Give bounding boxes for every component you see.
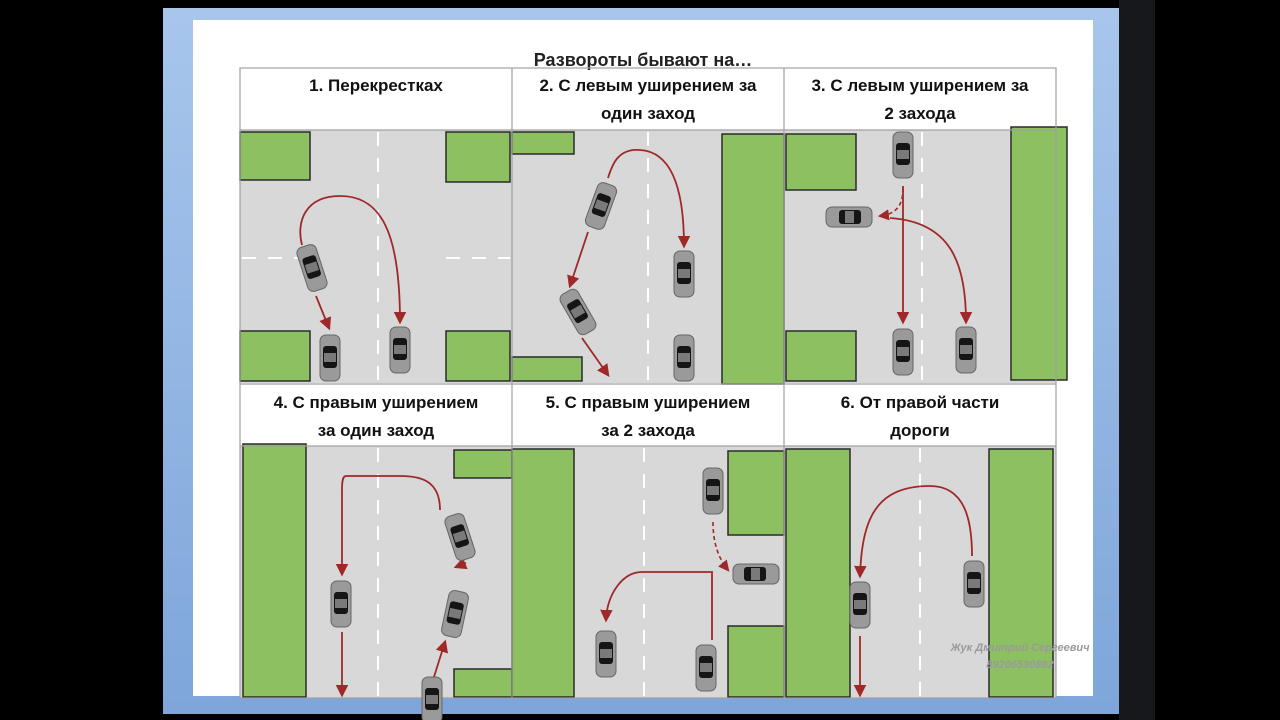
- car-icon: [849, 581, 871, 629]
- turn-path: [335, 475, 441, 577]
- grass-block: [239, 330, 311, 382]
- dashed-paths: [712, 187, 904, 572]
- panel-5-caption: 5. С правым уширением за 2 захода: [512, 389, 784, 445]
- car-icon: [695, 644, 717, 692]
- grass-block: [511, 131, 575, 155]
- grass-block: [445, 131, 511, 183]
- panel-4-caption-line2: за один заход: [317, 421, 435, 440]
- grass-block: [239, 131, 311, 181]
- car-icon: [673, 334, 695, 382]
- grass-block: [988, 448, 1054, 698]
- panel-6-caption-line1: 6. От правой части: [840, 393, 1000, 412]
- car-icon: [892, 328, 914, 376]
- turn-path: [567, 231, 589, 289]
- car-icon: [595, 630, 617, 678]
- diagram-content: [239, 67, 1068, 720]
- panel-6-caption-line2: дороги: [890, 421, 950, 440]
- grass-block: [242, 443, 307, 698]
- panel-2-caption: 2. С левым уширением за один заход: [512, 72, 784, 128]
- car-icon: [732, 563, 780, 585]
- panel-3-caption-line1: 3. С левым уширением за: [811, 76, 1029, 95]
- car-icon: [825, 206, 873, 228]
- panel-1-caption: 1. Перекрестках: [240, 72, 512, 100]
- turn-paths: [299, 149, 973, 698]
- panel-5-caption-line1: 5. С правым уширением: [545, 393, 751, 412]
- car-icon: [963, 560, 985, 608]
- car-icon: [330, 580, 352, 628]
- car-icon: [673, 250, 695, 298]
- panel-6-caption: 6. От правой части дороги: [784, 389, 1056, 445]
- turn-path: [315, 295, 332, 331]
- grass-block: [785, 448, 851, 698]
- author-phone: 89206530882: [986, 659, 1054, 671]
- grass-block: [453, 449, 513, 479]
- panel-4-caption: 4. С правым уширением за один заход: [240, 389, 512, 445]
- turn-path: [854, 485, 973, 579]
- car-icon: [892, 131, 914, 179]
- car-icon: [319, 334, 341, 382]
- panel-2-caption-line2: один заход: [600, 104, 696, 123]
- grass-block: [445, 330, 511, 382]
- grass-block: [727, 450, 785, 536]
- panel-5-caption-line2: за 2 захода: [601, 421, 695, 440]
- turn-path: [889, 217, 973, 325]
- turn-path: [299, 195, 407, 325]
- turn-path: [432, 639, 448, 681]
- car-icon: [955, 326, 977, 374]
- panel-1-caption-line1: 1. Перекрестках: [309, 76, 443, 95]
- panel-grid: [239, 67, 1057, 699]
- grass-block: [785, 330, 857, 382]
- dashed-path: [877, 187, 904, 221]
- car-icon: [702, 467, 724, 515]
- grass-block: [1010, 126, 1068, 381]
- grass-block: [511, 448, 575, 698]
- grass-block: [511, 356, 583, 382]
- turn-path: [581, 337, 610, 378]
- grass-block: [727, 625, 785, 698]
- panel-3-caption: 3. С левым уширением за 2 захода: [784, 72, 1056, 128]
- grass-block: [721, 133, 785, 385]
- dashed-path: [712, 521, 730, 572]
- author-name: Жук Дмитрий Сергеевич: [950, 642, 1090, 654]
- slide-title: Развороты бывают на…: [533, 50, 753, 70]
- panel-2-caption-line1: 2. С левым уширением за: [539, 76, 757, 95]
- frame-shadow: [1119, 0, 1155, 720]
- grass-block: [453, 668, 513, 698]
- grid-outer: [239, 67, 1057, 699]
- panel-4-caption-line1: 4. С правым уширением: [273, 393, 479, 412]
- panel-3-caption-line2: 2 захода: [884, 104, 956, 123]
- car-icon: [421, 676, 443, 720]
- turn-path: [453, 557, 468, 570]
- author-signature: Жук Дмитрий Сергеевич 89206530882: [930, 640, 1110, 674]
- turn-path: [600, 571, 713, 640]
- turn-path: [607, 149, 691, 249]
- grass-block: [785, 133, 857, 191]
- car-icon: [389, 326, 411, 374]
